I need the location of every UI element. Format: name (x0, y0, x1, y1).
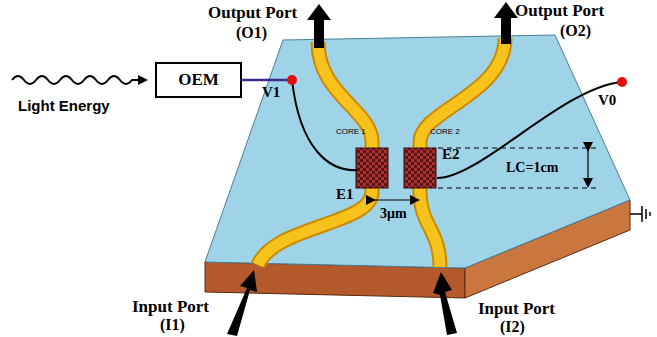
core-name: CORE 1 (336, 128, 366, 137)
waveguides (258, 38, 505, 267)
port-name: Input Port (132, 298, 209, 317)
port-id: (O2) (560, 22, 591, 40)
port-id: (I2) (500, 318, 525, 336)
port-id: (O1) (236, 24, 267, 42)
gap-dimension (374, 199, 418, 200)
source-name: Light Energy (18, 98, 110, 115)
electrode (404, 148, 436, 188)
ground-symbol (630, 206, 650, 222)
terminal-dot (617, 77, 627, 87)
wire (242, 79, 292, 82)
dimension: 3μm (380, 206, 407, 221)
wire (292, 80, 358, 170)
box-label: OEM (178, 70, 219, 90)
port-name: Input Port (478, 300, 555, 319)
electrode-name: E1 (336, 186, 354, 203)
light-wave (12, 76, 146, 84)
voltage-name: V1 (262, 84, 280, 101)
port-name: Output Port (515, 2, 604, 21)
port-id: (I1) (160, 316, 185, 334)
dimension: LC=1cm (506, 160, 558, 175)
terminal-dot (287, 75, 297, 85)
substrate-top (205, 35, 630, 268)
wire (437, 82, 620, 178)
port-name: Output Port (208, 4, 297, 23)
modulator-box: OEM (155, 62, 242, 98)
length-arrow (587, 150, 588, 186)
electrode-name: E2 (442, 146, 460, 163)
core-name: CORE 2 (430, 128, 460, 137)
length-dimension (438, 148, 600, 188)
voltage-name: V0 (598, 92, 616, 109)
port-arrows (227, 2, 518, 336)
electrode (356, 148, 388, 188)
